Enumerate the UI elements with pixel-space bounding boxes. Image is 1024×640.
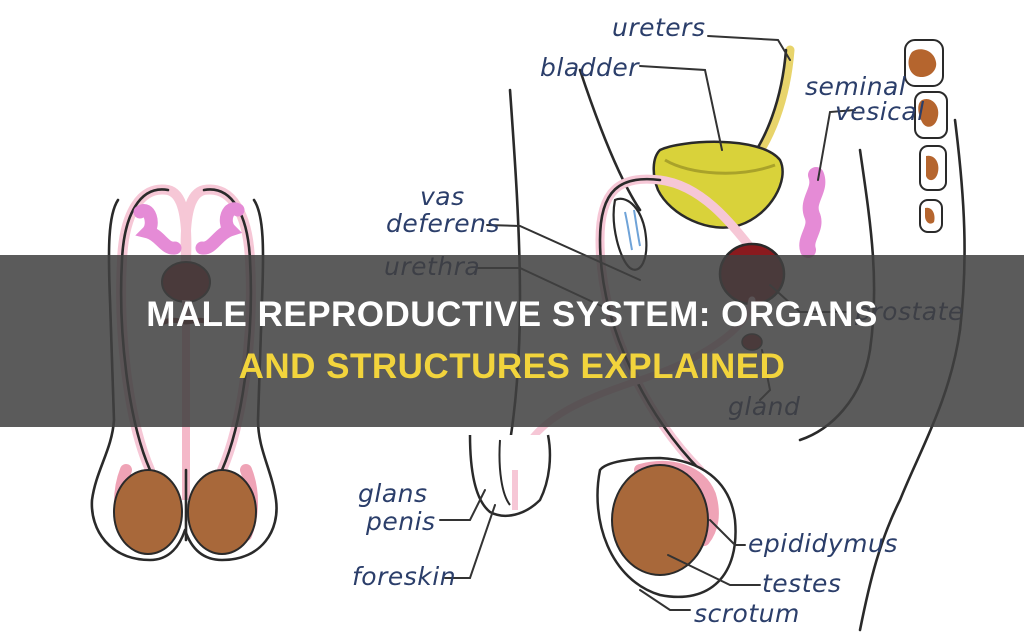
label-testes: testes: [762, 569, 841, 598]
label-seminal: seminal: [805, 72, 906, 101]
bladder-shape: [652, 140, 784, 229]
side-belly-outline: [578, 68, 642, 212]
front-testis-right: [187, 469, 257, 555]
label-vesical: vesical: [835, 97, 925, 126]
front-seminal-vesicle-right: [195, 202, 245, 255]
label-scrotum: scrotum: [694, 599, 800, 628]
testis-shape: [611, 464, 709, 576]
label-glans: glans: [358, 479, 428, 508]
label-penis: penis: [365, 507, 436, 536]
front-seminal-vesicle-left: [133, 204, 182, 255]
title-banner: Male Reproductive System: Organs And Str…: [0, 255, 1024, 427]
label-foreskin: foreskin: [352, 562, 456, 591]
label-vas: vas: [420, 182, 465, 211]
penis-shape: [468, 434, 552, 517]
label-epididymus: epididymus: [748, 529, 898, 558]
page-title: Male Reproductive System: Organs And Str…: [62, 289, 962, 393]
title-line-1: Male Reproductive System: Organs: [146, 295, 878, 334]
label-deferens: deferens: [386, 209, 500, 238]
spine: [904, 39, 948, 233]
title-line-2: And Structures Explained: [238, 347, 786, 386]
label-ureters: ureters: [612, 13, 706, 42]
label-bladder: bladder: [540, 53, 640, 82]
front-testis-left: [113, 469, 183, 555]
seminal-vesicle-shape: [799, 167, 826, 258]
